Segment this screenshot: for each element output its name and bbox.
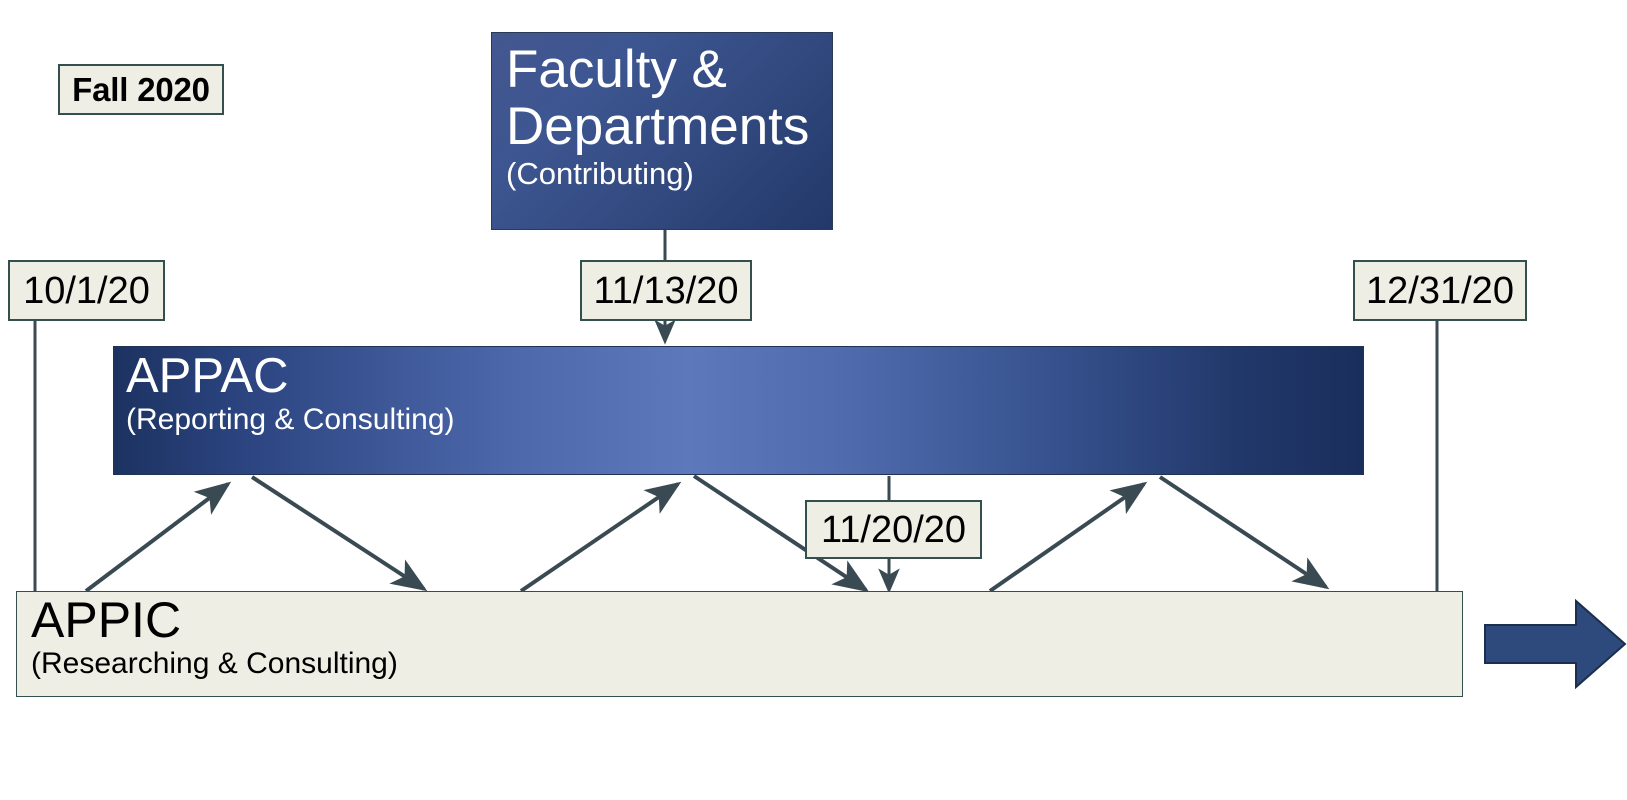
- arrow-appac-to-appic-3: [1158, 475, 1330, 590]
- date-box-faculty-input[interactable]: 11/13/20: [580, 260, 752, 321]
- season-label-text: Fall 2020: [72, 70, 210, 108]
- date-box-start[interactable]: 10/1/20: [8, 260, 165, 321]
- appic-role: (Researching & Consulting): [31, 646, 398, 680]
- arrow-appac-to-appic-1: [250, 475, 428, 592]
- arrow-appic-to-appac-3: [988, 481, 1148, 593]
- appac-role: (Reporting & Consulting): [126, 402, 455, 436]
- date-end-text: 12/31/20: [1366, 269, 1514, 312]
- node-appic[interactable]: APPIC (Researching & Consulting): [16, 591, 1463, 697]
- date-box-end[interactable]: 12/31/20: [1353, 260, 1527, 321]
- date-mid-review-text: 11/20/20: [820, 508, 967, 551]
- arrow-appic-to-appac-1: [84, 481, 232, 593]
- faculty-title-line1: Faculty &: [506, 40, 727, 99]
- appic-title: APPIC: [31, 592, 182, 648]
- node-appac[interactable]: APPAC (Reporting & Consulting): [113, 346, 1364, 475]
- faculty-role: (Contributing): [506, 156, 694, 192]
- node-faculty-departments[interactable]: Faculty & Departments (Contributing): [491, 32, 833, 230]
- season-label-box: Fall 2020: [58, 64, 224, 115]
- date-box-mid-review[interactable]: 11/20/20: [805, 500, 982, 559]
- arrow-appic-to-appac-2: [519, 481, 682, 593]
- faculty-title-line2: Departments: [506, 97, 810, 157]
- appac-title: APPAC: [126, 349, 289, 403]
- date-start-text: 10/1/20: [23, 269, 150, 312]
- date-faculty-input-text: 11/13/20: [593, 269, 739, 312]
- right-block-arrow-icon: [1484, 598, 1627, 690]
